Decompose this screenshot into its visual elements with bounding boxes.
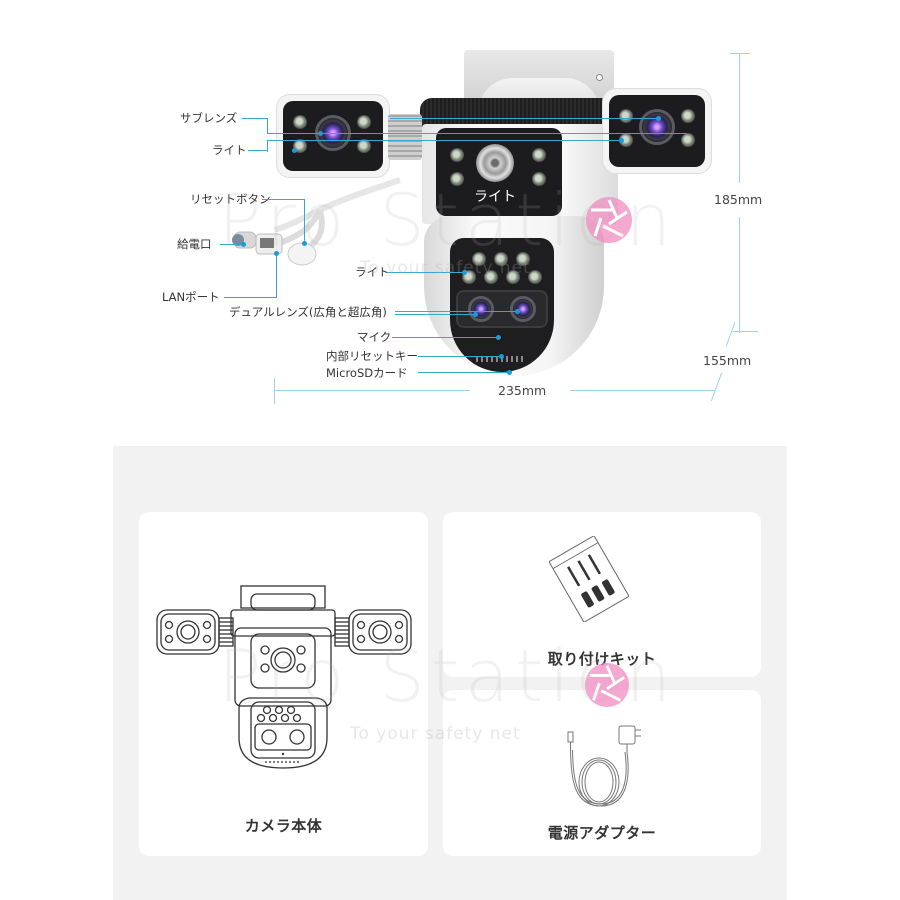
power-adapter-icon <box>567 725 641 807</box>
dot-light-right <box>619 138 624 143</box>
label-mounting-kit: 取り付けキット <box>547 650 657 668</box>
callout-dual-lens: デュアルレンズ(広角と超広角) <box>229 305 387 319</box>
cable-bundle <box>232 177 401 266</box>
leader-sub-lens-v <box>267 118 268 134</box>
width-dim-left-tick <box>274 378 275 404</box>
leader-reset-v <box>304 199 305 243</box>
leader-light-lower <box>388 272 463 273</box>
vent-grille <box>476 356 526 362</box>
callout-light-lower: ライト <box>355 265 390 279</box>
card-mounting-kit: 取り付けキット <box>443 512 761 677</box>
dot-internal-reset <box>499 354 504 359</box>
leader-power <box>220 244 242 245</box>
leader-light-2 <box>267 140 622 141</box>
center-light-label: ライト <box>474 189 516 205</box>
depth-dimension: 155mm <box>703 353 752 368</box>
callout-sub-lens: サブレンズ <box>180 111 238 125</box>
leader-light <box>248 150 268 151</box>
mount-screw-hole <box>596 74 603 81</box>
upper-camera-face: ライト <box>436 128 562 216</box>
height-dim-line <box>739 53 740 183</box>
leader-light-v <box>267 140 268 152</box>
leader-microsd <box>418 372 508 373</box>
dot-sub-lens <box>318 131 323 136</box>
callout-internal-reset: 内部リセットキー <box>326 349 418 363</box>
right-sub-camera <box>602 88 712 174</box>
camera-line-art-icon <box>156 585 412 769</box>
dot-mic <box>496 335 501 340</box>
camera-illustration: ライト <box>232 40 720 380</box>
height-dimension: 185mm <box>714 192 763 207</box>
dual-lens-housing <box>456 290 548 328</box>
dot-power <box>241 242 246 247</box>
width-dim-line-left <box>274 390 470 391</box>
card-power-adapter: 電源アダプター <box>443 690 761 856</box>
leader-mic <box>392 337 497 338</box>
dot-light-lower <box>462 270 467 275</box>
width-dimension: 235mm <box>498 383 547 398</box>
callout-light-side: ライト <box>212 143 247 157</box>
callout-power-port: 給電口 <box>177 237 212 251</box>
dot-dual-lens-1 <box>473 312 478 317</box>
leader-lan-v <box>276 254 277 298</box>
label-camera-body: カメラ本体 <box>244 817 323 835</box>
leader-dual-lens <box>395 311 517 312</box>
package-contents-section: カメラ本体 取り付けキット <box>113 446 787 900</box>
depth-dim-line <box>725 322 736 347</box>
dot-dual-lens-2 <box>515 309 520 314</box>
center-lens <box>476 144 514 182</box>
left-hinge <box>388 114 422 160</box>
dot-light <box>292 148 297 153</box>
dot-sub-lens-right <box>656 116 661 121</box>
callout-microsd: MicroSDカード <box>326 366 408 380</box>
leader-sub-lens-3 <box>390 118 660 119</box>
leader-sub-lens <box>242 118 267 119</box>
product-diagram: ライト <box>0 0 900 420</box>
leader-internal-reset <box>418 356 500 357</box>
leader-dual-lens-2 <box>395 314 475 315</box>
leader-reset <box>262 199 304 200</box>
lower-camera-face <box>450 238 554 372</box>
callout-lan-port: LANポート <box>162 290 220 304</box>
leader-lan <box>224 297 276 298</box>
callout-mic: マイク <box>357 330 392 344</box>
height-dim-bottom-tick <box>733 331 758 332</box>
dot-microsd <box>507 370 512 375</box>
screw-bag-icon <box>549 536 629 622</box>
callout-reset-button: リセットボタン <box>190 192 271 206</box>
width-dim-line-right <box>570 390 715 391</box>
watermark-aperture-logo-bottom <box>584 662 630 708</box>
dot-lan <box>274 251 279 256</box>
card-camera-body: カメラ本体 <box>139 512 428 856</box>
label-power-adapter: 電源アダプター <box>547 824 657 842</box>
left-sub-camera <box>276 94 390 178</box>
leader-sub-lens-2 <box>267 133 687 134</box>
height-dim-line-lower <box>739 217 740 333</box>
watermark-aperture-logo-top <box>586 197 632 243</box>
dot-reset <box>302 241 307 246</box>
height-dim-top-tick <box>730 53 750 54</box>
